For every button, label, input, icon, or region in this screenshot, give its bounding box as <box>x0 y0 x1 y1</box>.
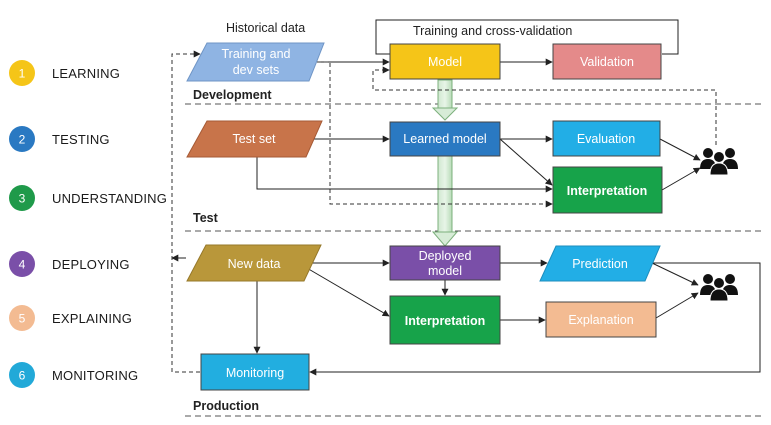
historical-data-header: Historical data <box>226 21 305 35</box>
step-label: DEPLOYING <box>52 257 130 272</box>
step-label: MONITORING <box>52 368 138 383</box>
step-number: 5 <box>19 312 26 326</box>
cv-loop-connector <box>375 19 679 55</box>
step-deploying: 4 DEPLOYING <box>9 251 130 277</box>
step-label: TESTING <box>52 132 110 147</box>
node-interpretation-production: Interpretation <box>389 295 501 345</box>
step-number-badge <box>9 60 35 86</box>
node-learned-model: Learned model <box>389 121 501 157</box>
node-label: Monitoring <box>226 366 284 380</box>
step-learning: 1 LEARNING <box>9 60 120 86</box>
node-label: Deployed <box>419 249 472 263</box>
node-label: Validation <box>580 55 634 69</box>
node-label: Test set <box>232 132 276 146</box>
node-label: Evaluation <box>577 132 635 146</box>
node-test-set: Test set <box>186 120 323 158</box>
step-monitoring: 6 MONITORING <box>9 362 138 388</box>
step-number: 2 <box>19 133 26 147</box>
step-list: 1 LEARNING 2 TESTING 3 UNDERSTANDING 4 D… <box>9 60 167 388</box>
node-new-data: New data <box>186 244 322 282</box>
section-label-production: Production <box>193 399 259 413</box>
step-number: 6 <box>19 369 26 383</box>
step-number: 3 <box>19 192 26 206</box>
node-label: Prediction <box>572 257 628 271</box>
node-label: Interpretation <box>567 184 648 198</box>
node-deployed-model: Deployed model <box>389 245 501 281</box>
node-label: Training and <box>221 47 290 61</box>
training-cv-header: Training and cross-validation <box>413 24 572 38</box>
node-prediction: Prediction <box>539 245 661 282</box>
node-monitoring: Monitoring <box>200 353 310 391</box>
step-number-badge <box>9 362 35 388</box>
step-number-badge <box>9 126 35 152</box>
node-label: Explanation <box>568 313 633 327</box>
users-icon <box>700 148 738 176</box>
node-validation: Validation <box>552 43 662 80</box>
step-explaining: 5 EXPLAINING <box>9 305 132 331</box>
step-label: EXPLAINING <box>52 311 132 326</box>
node-label: New data <box>228 257 281 271</box>
users-icon <box>700 274 738 302</box>
node-training-dev-sets: Training and dev sets <box>186 42 325 82</box>
step-number-badge <box>9 305 35 331</box>
step-number: 4 <box>19 258 26 272</box>
step-label: LEARNING <box>52 66 120 81</box>
node-evaluation: Evaluation <box>552 120 661 157</box>
step-understanding: 3 UNDERSTANDING <box>9 185 167 211</box>
node-label: dev sets <box>233 63 280 77</box>
node-explanation: Explanation <box>545 301 657 338</box>
step-number-badge <box>9 185 35 211</box>
node-label: Model <box>428 55 462 69</box>
step-number: 1 <box>19 67 26 81</box>
node-model: Model <box>389 43 501 80</box>
section-label-test: Test <box>193 211 219 225</box>
node-label: Interpretation <box>405 314 486 328</box>
connectors <box>171 50 761 376</box>
step-number-badge <box>9 251 35 277</box>
node-interpretation-test: Interpretation <box>552 166 663 214</box>
step-label: UNDERSTANDING <box>52 191 167 206</box>
flow-down-arrow <box>431 79 459 247</box>
step-testing: 2 TESTING <box>9 126 110 152</box>
node-label: Learned model <box>403 132 486 146</box>
node-label: model <box>428 264 462 278</box>
section-label-development: Development <box>193 88 272 102</box>
